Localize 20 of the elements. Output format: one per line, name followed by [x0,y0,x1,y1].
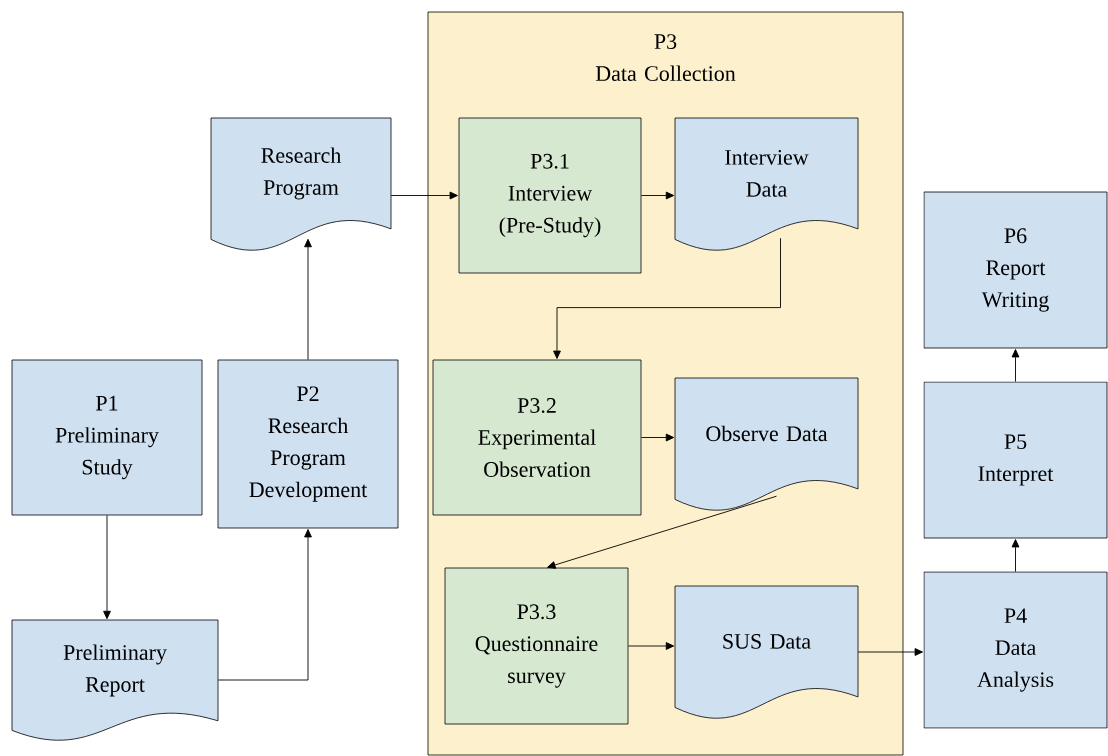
arrow [1011,349,1020,383]
process-box: P4 Data Analysis [923,571,1108,729]
arrow [217,529,312,681]
process-box: P3.1 Interview (Pre-Study) [458,117,642,274]
arrow [553,237,781,359]
arrow [640,191,675,200]
process-box: P5 Interpret [923,381,1108,539]
arrow [627,642,675,650]
process-box: P3.2 Experimental Observation [432,359,642,516]
arrow [390,191,458,200]
arrow [640,433,675,442]
arrow [1011,539,1020,573]
arrow [304,238,312,361]
process-box: P6 Report Writing [923,191,1108,349]
process-box: P1 Preliminary Study [11,359,203,516]
arrow [547,495,777,569]
process-box: P3.3 Questionnaire survey [444,567,629,725]
arrow [103,514,111,620]
arrow [857,648,923,656]
process-box: P2 Research Program Development [217,359,399,529]
